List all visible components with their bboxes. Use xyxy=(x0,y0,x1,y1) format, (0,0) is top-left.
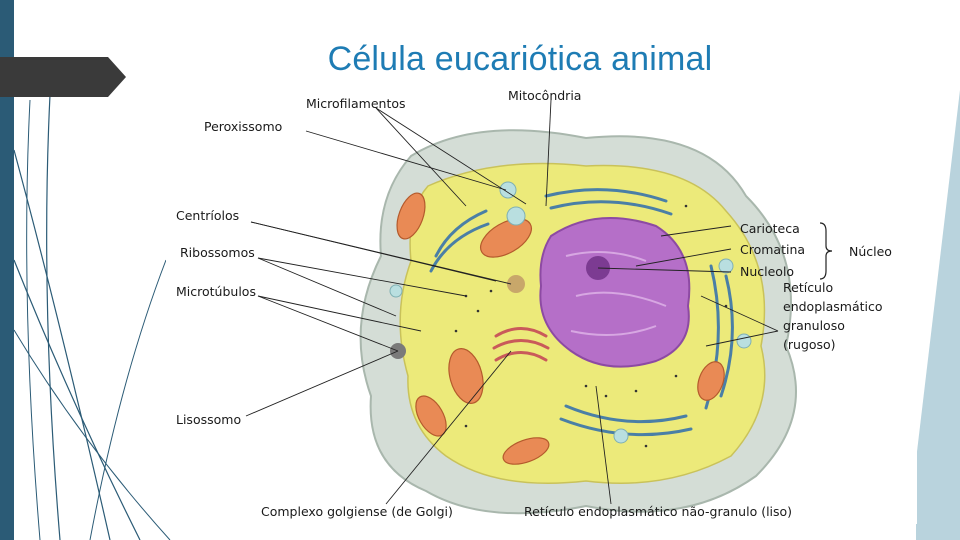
rough-er xyxy=(429,188,734,437)
label-cromatina: Cromatina xyxy=(740,242,805,257)
label-reticulo-liso: Retículo endoplasmático não-granulo (lis… xyxy=(524,504,792,519)
label-microtubulos: Microtúbulos xyxy=(176,284,256,299)
decorative-lines xyxy=(13,94,171,540)
vesicles xyxy=(389,181,752,444)
cell-diagram: Microfilamentos Mitocôndria Peroxissomo … xyxy=(166,86,917,524)
label-microfilamentos: Microfilamentos xyxy=(306,96,406,111)
label-peroxissomo: Peroxissomo xyxy=(204,119,282,134)
cell-diagram-svg: Microfilamentos Mitocôndria Peroxissomo … xyxy=(176,88,892,519)
label-reticulo-rugoso-3: granuloso xyxy=(783,318,845,333)
slide-title: Célula eucariótica animal xyxy=(327,40,713,78)
label-lisossomo: Lisossomo xyxy=(176,412,241,427)
label-mitocondria: Mitocôndria xyxy=(508,88,581,103)
label-golgi: Complexo golgiense (de Golgi) xyxy=(261,504,453,519)
centrioles xyxy=(507,275,525,293)
golgi-apparatus xyxy=(492,327,550,362)
decorative-right-band xyxy=(916,90,960,540)
nucleus-brace xyxy=(819,222,833,280)
ribosomes xyxy=(454,204,728,448)
label-carioteca: Carioteca xyxy=(740,221,800,236)
label-reticulo-rugoso-1: Retículo xyxy=(783,280,833,295)
sidebar-accent-bar xyxy=(0,0,14,540)
mitochondria xyxy=(396,192,725,465)
leader-lines xyxy=(245,99,779,505)
label-ribossomos: Ribossomos xyxy=(180,245,255,260)
chromatin xyxy=(565,251,667,336)
label-centriolos: Centríolos xyxy=(176,208,239,223)
title-tab-arrow xyxy=(0,57,126,97)
label-nucleolo: Nucleolo xyxy=(740,264,794,279)
label-reticulo-rugoso-4: (rugoso) xyxy=(783,337,836,352)
label-reticulo-rugoso-2: endoplasmático xyxy=(783,299,883,314)
label-nucleo: Núcleo xyxy=(849,244,892,259)
